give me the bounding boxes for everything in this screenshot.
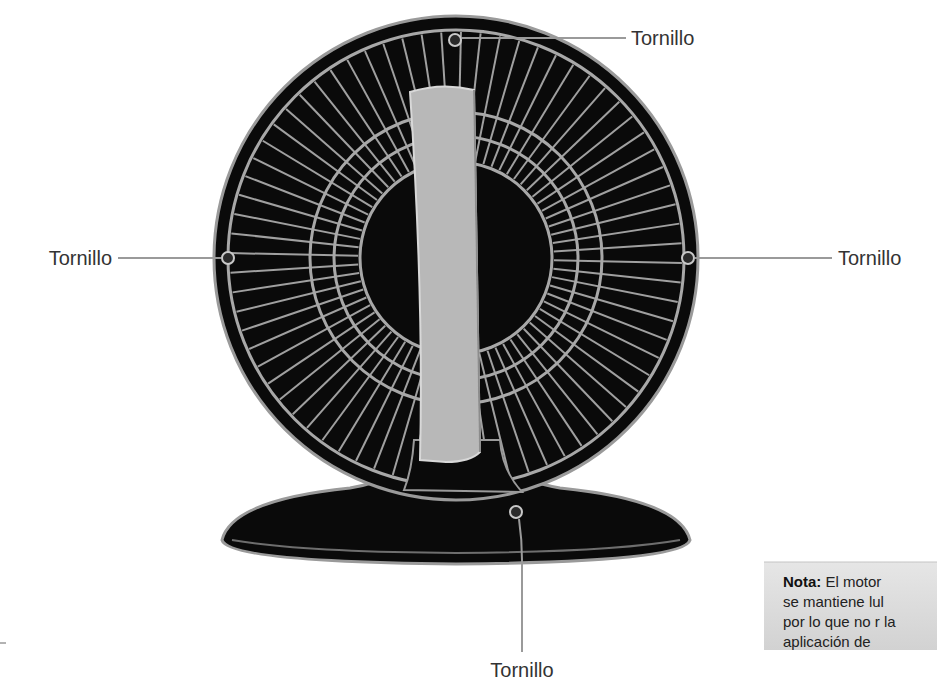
part-label: Tornillo [631,26,694,50]
grille-spoke [503,344,565,456]
screw [449,34,461,46]
part-label: Tornillo [838,246,901,270]
part-label: Tornillo [490,658,553,682]
leader-line [695,257,832,259]
grille-spoke [347,60,409,172]
grille-outer-ring [228,30,684,486]
note-box: Nota:El motor se mantiene lul por lo que… [764,562,937,662]
grille-spokes [230,32,682,484]
grille-spoke [230,253,358,256]
margin-tick [0,643,6,644]
grille-spoke [554,243,682,251]
grille-spoke [537,132,643,203]
grille-spoke [530,323,626,407]
note-panel-bg [764,562,937,650]
grille-spoke [268,312,374,383]
grille-spoke [233,273,360,292]
grille-spoke [514,76,590,179]
note-text: Nota:El motor se mantiene lul por lo que… [783,572,899,652]
grille-spoke [535,316,638,392]
fan-housing [214,16,698,500]
leader-lines [118,38,832,652]
leader-line [118,257,221,259]
screws [222,34,694,518]
grille-spoke [230,264,358,272]
screw [682,252,694,264]
fan-stand-band [410,86,480,462]
note-panel-edge [764,562,937,563]
grille-spoke [521,88,605,184]
grille-spoke [554,260,682,263]
grille-spoke [258,305,370,367]
grille-spoke [551,204,675,234]
fan-base-edge [232,540,680,553]
grille-spoke [286,109,382,193]
screw [510,506,522,518]
part-label: Tornillo [49,246,112,270]
note-heading: Nota: [783,573,821,590]
grille-spoke [330,70,401,176]
screw [222,252,234,264]
fan-stand-shadow [474,90,480,452]
grille-spoke [542,149,654,211]
leader-line [462,37,626,39]
grille-spoke [236,281,360,311]
grille-spoke [322,337,398,440]
grille-spoke [510,339,581,445]
leader-line [519,519,522,652]
grille-spoke [307,332,391,428]
grille-spoke [274,124,377,200]
grille-spoke [553,224,680,243]
